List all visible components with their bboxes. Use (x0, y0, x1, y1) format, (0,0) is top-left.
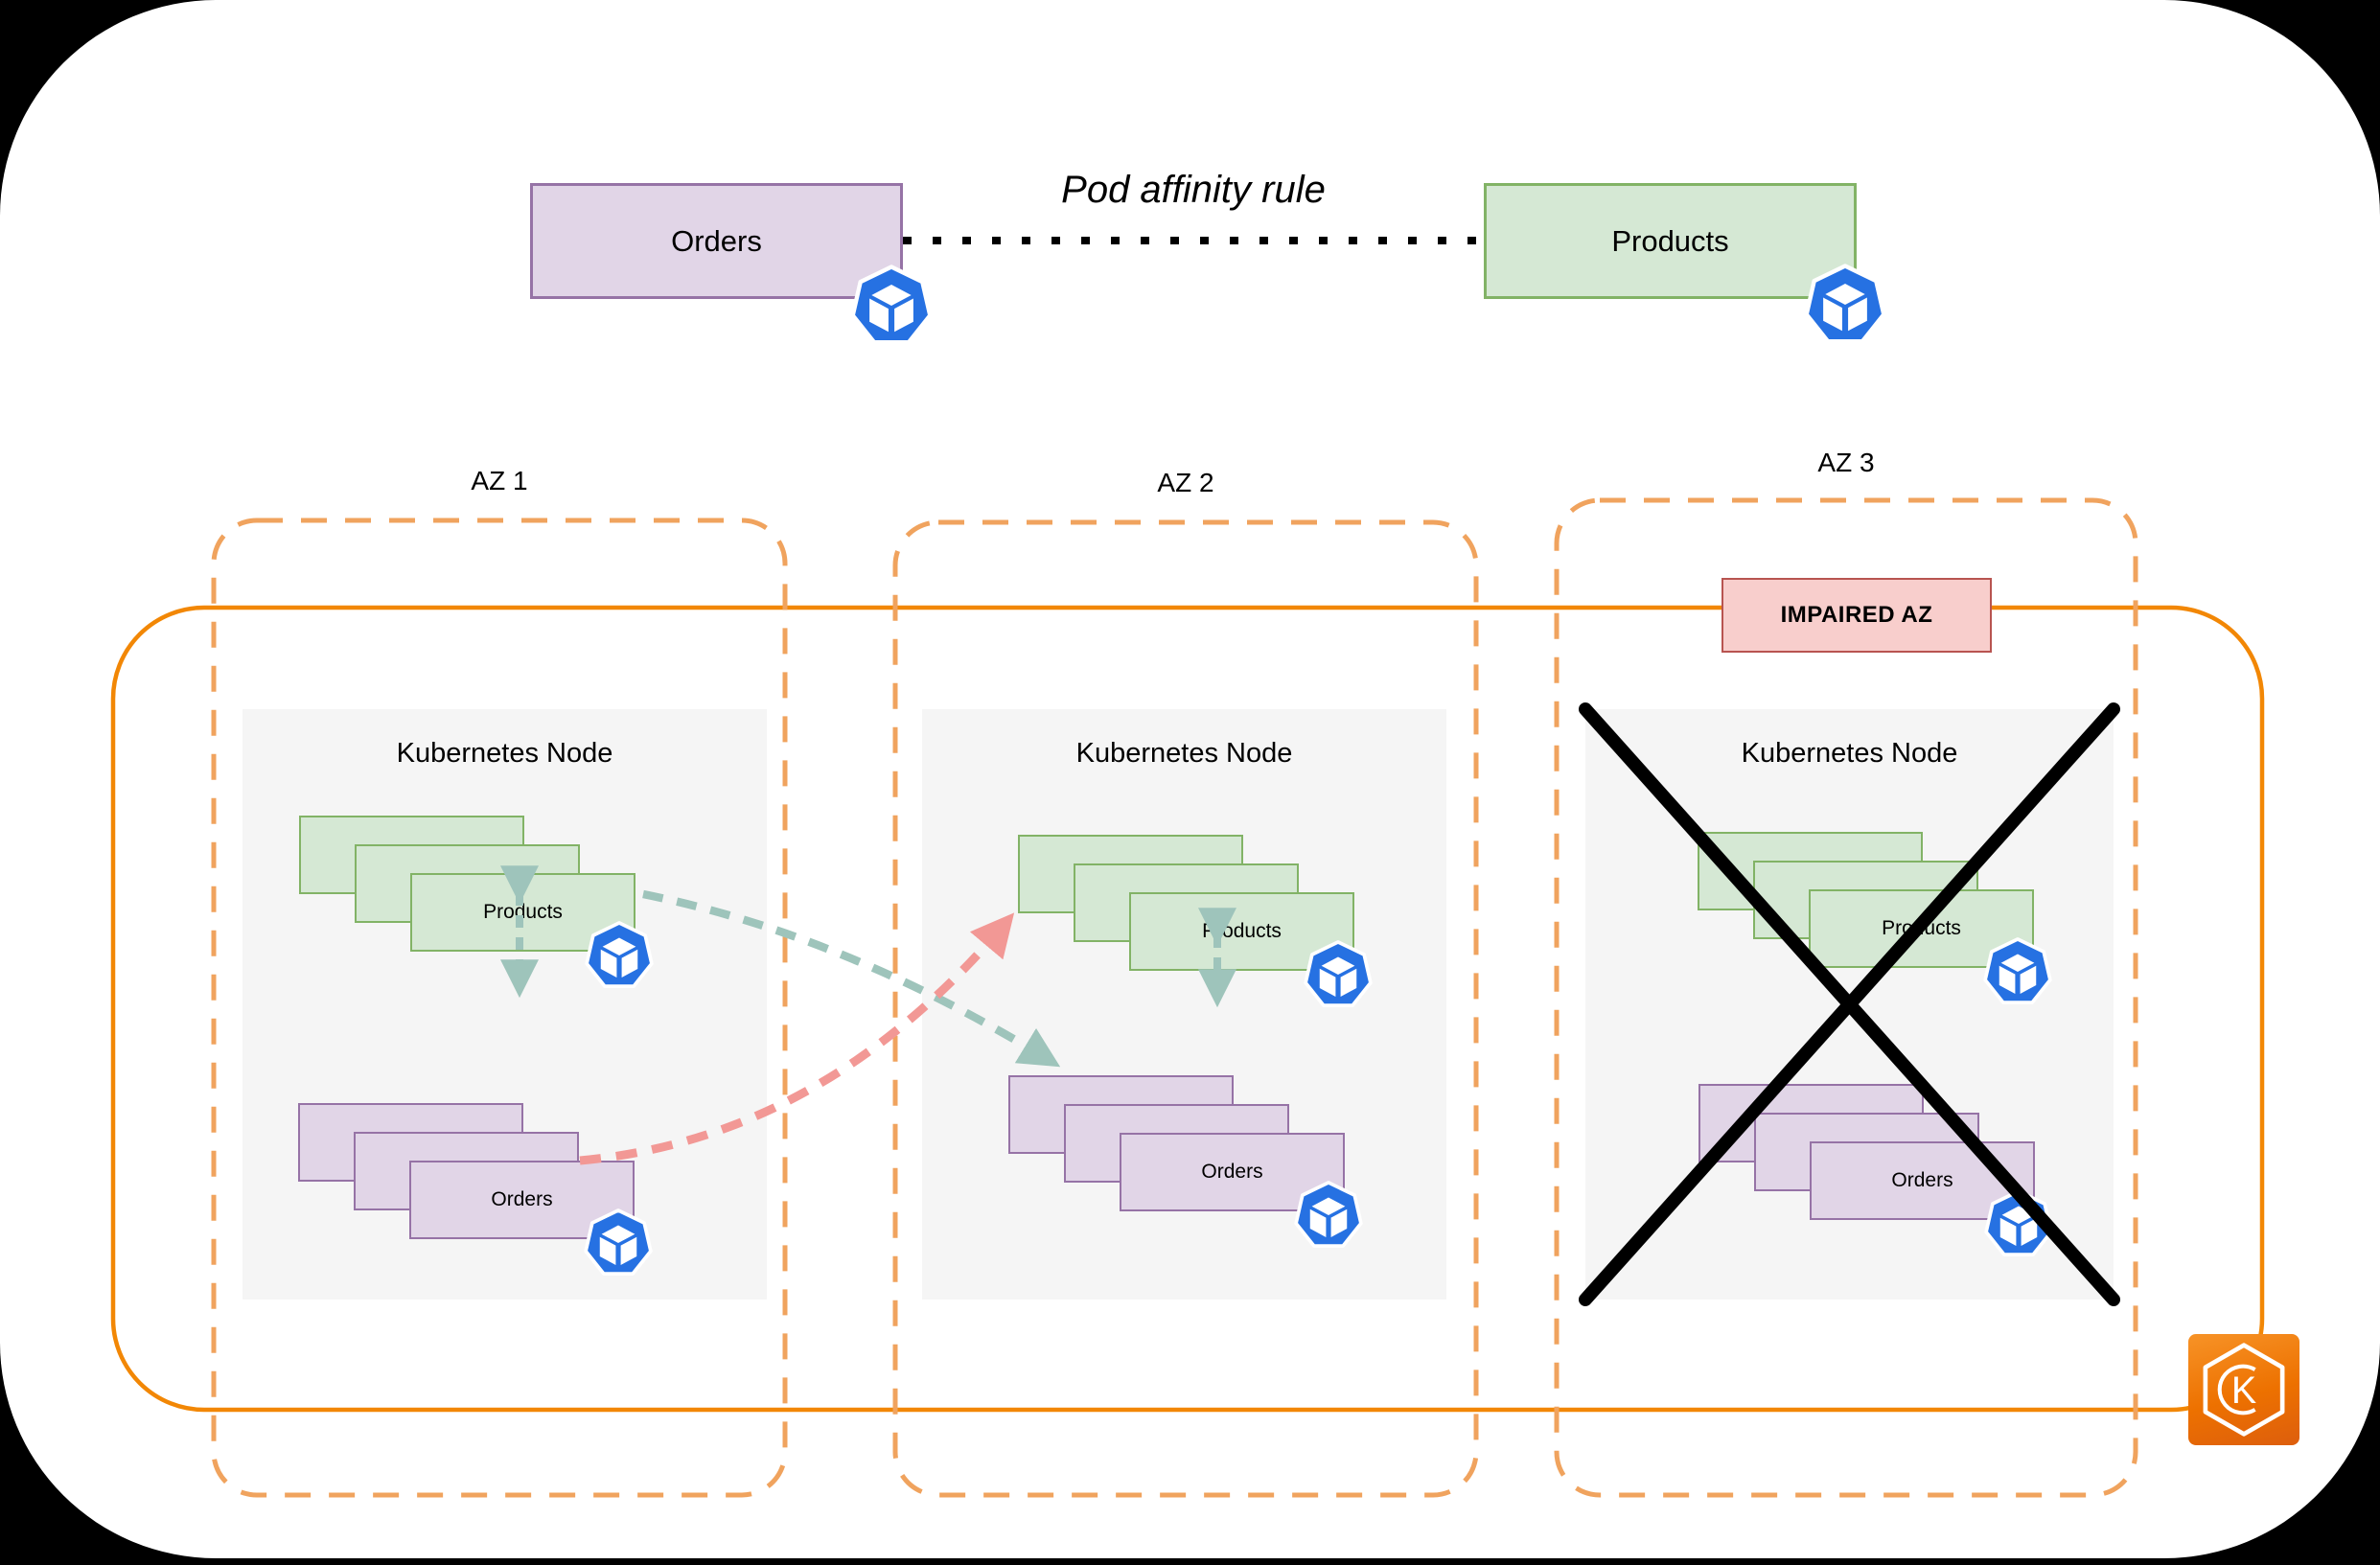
products-service-box: Products (1484, 183, 1857, 299)
pod-label: Orders (491, 1188, 553, 1210)
node-title: Kubernetes Node (1741, 738, 1958, 769)
pod-label: Products (1202, 920, 1282, 942)
pod-icon (849, 264, 934, 348)
pod-icon (1803, 263, 1887, 347)
pod-label: Orders (1891, 1169, 1953, 1191)
pod-icon (584, 920, 655, 991)
pod-icon (1982, 936, 2053, 1007)
impaired-az-badge: IMPAIRED AZ (1721, 578, 1992, 653)
pod-label: Products (1882, 917, 1961, 939)
pod-affinity-rule-label: Pod affinity rule (1061, 169, 1326, 211)
orders-service-label: Orders (671, 223, 762, 258)
pod-label: Orders (1201, 1161, 1263, 1183)
amazon-eks-icon: K (2188, 1334, 2299, 1445)
az3-label: AZ 3 (1817, 448, 1875, 477)
node-title: Kubernetes Node (396, 738, 613, 769)
az1-label: AZ 1 (471, 466, 528, 495)
az2-label: AZ 2 (1157, 468, 1214, 497)
pod-icon (1293, 1180, 1364, 1251)
pod-label: Products (483, 901, 563, 923)
products-service-label: Products (1611, 223, 1729, 258)
pod-icon (1303, 939, 1374, 1010)
node-title: Kubernetes Node (1075, 738, 1293, 769)
orders-service-box: Orders (530, 183, 903, 299)
eks-icon-letter: K (2231, 1369, 2256, 1412)
pod-icon (1983, 1188, 2054, 1259)
pod-icon (583, 1208, 654, 1278)
